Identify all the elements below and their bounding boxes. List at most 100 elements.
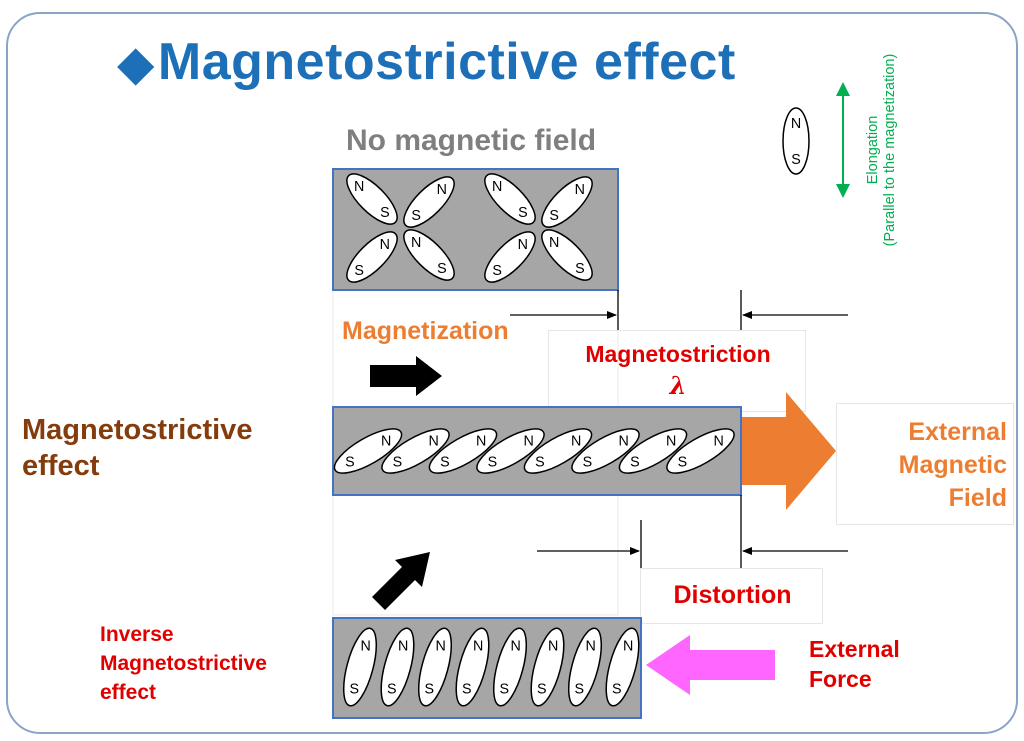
- north-pole-label: N: [548, 639, 558, 655]
- diamond-bullet-icon: ◆: [118, 37, 154, 89]
- south-pole-label: S: [387, 681, 397, 697]
- magnet-aligned: NS: [523, 428, 593, 474]
- magnets-group: NSNSNSNSNSNSNSNSNSNSNSNSNSNSNSNSNSNSNSNS…: [333, 107, 810, 707]
- external-field-line-1: External: [908, 418, 1007, 446]
- north-pole-label: N: [473, 639, 483, 655]
- south-pole-label: S: [535, 454, 545, 470]
- distortion-label: Distortion: [673, 581, 792, 609]
- north-pole-label: N: [398, 639, 408, 655]
- magnet-aligned: NS: [333, 428, 403, 474]
- title-text: Magnetostrictive effect: [157, 33, 736, 91]
- north-pole-label: N: [523, 434, 533, 450]
- south-pole-label: S: [345, 454, 355, 470]
- north-pole-label: N: [436, 639, 446, 655]
- magnet-compressed: NS: [605, 627, 640, 707]
- north-pole-label: N: [411, 235, 421, 251]
- south-pole-label: S: [678, 454, 688, 470]
- north-pole-label: N: [381, 434, 391, 450]
- no-field-label: No magnetic field: [346, 124, 597, 157]
- south-pole-label: S: [462, 681, 472, 697]
- magnet-aligned: NS: [476, 428, 545, 474]
- magnet-unordered: NS: [403, 176, 455, 228]
- pink-force-arrow-icon: [646, 635, 775, 695]
- south-pole-label: S: [440, 454, 450, 470]
- south-pole-label: S: [518, 205, 528, 221]
- south-pole-label: S: [492, 263, 502, 279]
- magnet-compressed: NS: [567, 627, 603, 707]
- north-pole-label: N: [618, 434, 628, 450]
- south-pole-label: S: [537, 681, 547, 697]
- slide-frame: [6, 12, 1018, 734]
- south-pole-label: S: [488, 454, 498, 470]
- external-force-label: External Force: [809, 634, 900, 694]
- north-pole-label: N: [361, 639, 371, 655]
- north-pole-label: N: [549, 235, 559, 251]
- magnet-compressed: NS: [492, 627, 528, 707]
- page-title: ◆Magnetostrictive effect: [118, 32, 736, 92]
- magnet-unordered: NS: [541, 229, 593, 281]
- magnetostrictive-effect-label: Magnetostrictive effect: [22, 412, 252, 484]
- south-pole-label: S: [630, 454, 640, 470]
- inverse-effect-label: Inverse Magnetostrictive effect: [100, 620, 267, 707]
- external-field-box: External Magnetic Field: [836, 403, 1014, 525]
- magnet-compressed: NS: [380, 627, 415, 707]
- magnet-unordered: NS: [484, 173, 536, 225]
- north-pole-label: N: [571, 434, 581, 450]
- north-pole-label: N: [575, 182, 585, 198]
- distortion-box: Distortion: [640, 568, 823, 624]
- north-pole-label: N: [511, 639, 521, 655]
- south-pole-label: S: [583, 454, 593, 470]
- south-pole-label: S: [575, 681, 585, 697]
- south-pole-label: S: [612, 681, 622, 697]
- south-pole-label: S: [425, 681, 435, 697]
- magnet-compressed: NS: [455, 627, 490, 707]
- south-pole-label: S: [393, 454, 403, 470]
- magnet-unordered: NS: [541, 176, 593, 228]
- external-field-line-3: Field: [948, 484, 1007, 512]
- magnetization-label: Magnetization: [342, 317, 509, 345]
- north-pole-label: N: [666, 434, 676, 450]
- magnet-compressed: NS: [530, 627, 565, 707]
- north-pole-label: N: [428, 434, 438, 450]
- magnetostriction-label: Magnetostriction: [585, 341, 771, 367]
- effect-line-1: Magnetostrictive: [22, 414, 253, 446]
- north-pole-label: N: [791, 116, 801, 132]
- south-pole-label: S: [411, 208, 421, 224]
- inverse-line-1: Inverse: [100, 623, 174, 646]
- orange-field-arrow-icon: [742, 392, 836, 510]
- north-pole-label: N: [437, 182, 447, 198]
- magnet-unordered: NS: [346, 173, 398, 225]
- magnet-compressed: NS: [417, 627, 453, 707]
- external-field-line-2: Magnetic: [898, 451, 1007, 479]
- effect-line-2: effect: [22, 450, 100, 482]
- external-force-line-2: Force: [809, 666, 872, 692]
- magnet-aligned: NS: [618, 428, 688, 474]
- magnet-unordered: NS: [403, 229, 455, 281]
- external-force-line-1: External: [809, 636, 900, 662]
- magnet-aligned: NS: [428, 428, 498, 474]
- south-pole-label: S: [549, 208, 559, 224]
- black-arrow-diagonal-icon: [372, 552, 430, 610]
- magnet-unordered: NS: [346, 231, 398, 283]
- magnet-compressed: NS: [342, 627, 378, 707]
- magnet-aligned: NS: [381, 428, 450, 474]
- magnet-aligned: NS: [666, 428, 735, 474]
- south-pole-label: S: [354, 263, 364, 279]
- magnet-unordered: NS: [484, 231, 536, 283]
- north-pole-label: N: [492, 179, 502, 195]
- south-pole-label: S: [380, 205, 390, 221]
- north-pole-label: N: [518, 237, 528, 253]
- lambda-symbol: λ: [669, 371, 687, 400]
- north-pole-label: N: [354, 179, 364, 195]
- legend-magnet: NS: [782, 107, 810, 175]
- south-pole-label: S: [575, 261, 585, 277]
- external-field-label: External Magnetic Field: [837, 416, 1007, 515]
- magnet-aligned: NS: [571, 428, 640, 474]
- north-pole-label: N: [713, 434, 723, 450]
- north-pole-label: N: [380, 237, 390, 253]
- north-pole-label: N: [476, 434, 486, 450]
- black-arrow-right-icon: [370, 356, 442, 396]
- south-pole-label: S: [500, 681, 510, 697]
- south-pole-label: S: [437, 261, 447, 277]
